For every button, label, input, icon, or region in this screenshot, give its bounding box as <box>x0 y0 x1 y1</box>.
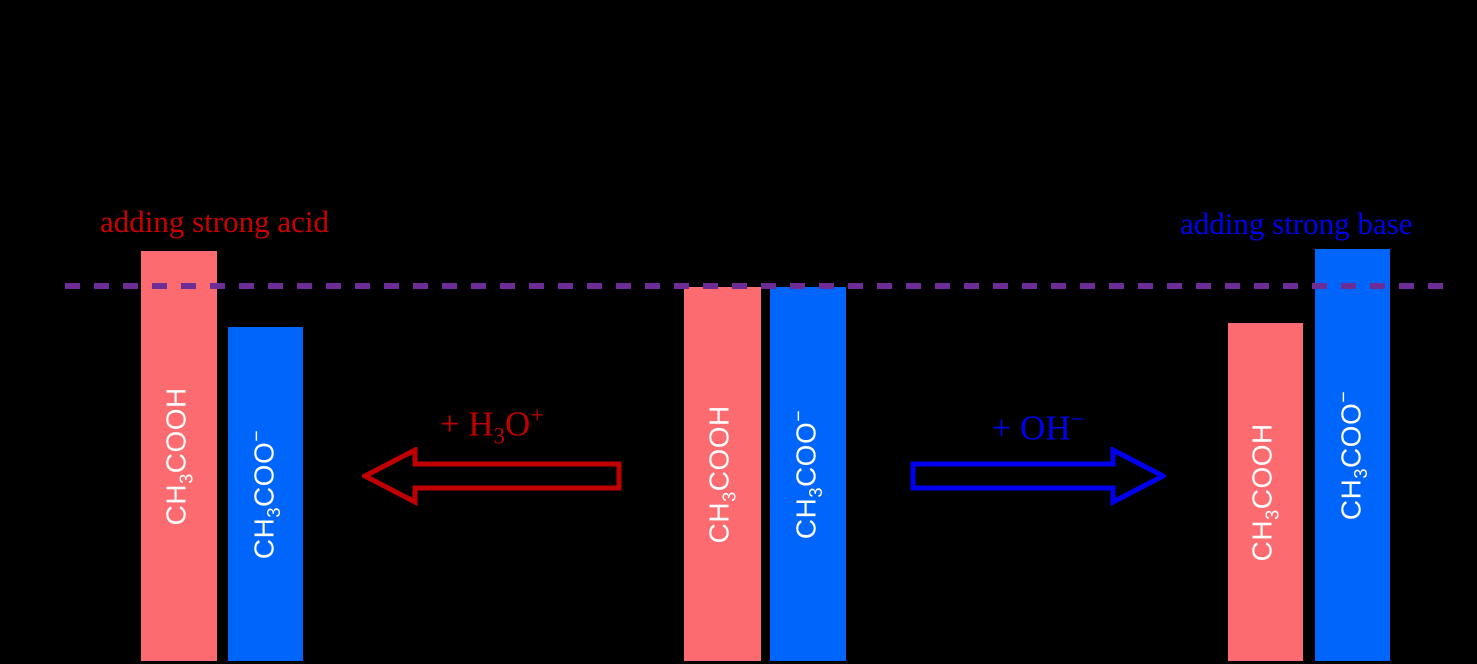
bar-label-ch3cooh: CH3COOH <box>704 404 740 544</box>
bar-ch3coo-initial: CH3COO− <box>770 287 846 661</box>
bar-ch3cooh-after-base: CH3COOH <box>1228 323 1303 661</box>
bar-ch3coo-after-base: CH3COO− <box>1315 249 1390 661</box>
left-arrow-add-acid-icon <box>362 447 622 507</box>
adding-strong-acid-label: adding strong acid <box>100 204 330 239</box>
right-arrow-add-base-icon <box>910 447 1166 507</box>
bar-label-ch3cooh: CH3COOH <box>1247 422 1283 562</box>
bar-label-ch3cooh: CH3COOH <box>160 386 197 526</box>
bar-ch3coo-after-acid: CH3COO− <box>228 327 303 661</box>
hydroxide-label: + OH− <box>991 406 1085 448</box>
bar-ch3cooh-after-acid: CH3COOH <box>141 251 217 661</box>
adding-strong-base-label: adding strong base <box>1180 206 1413 241</box>
bar-label-ch3coo: CH3COO− <box>788 409 827 539</box>
bar-label-ch3coo: CH3COO− <box>1333 390 1371 520</box>
hydronium-label: + H3O+ <box>439 402 545 449</box>
bar-label-ch3coo: CH3COO− <box>246 429 284 559</box>
bar-ch3cooh-initial: CH3COOH <box>684 287 761 661</box>
initial-level-dashed-line <box>65 283 1444 289</box>
